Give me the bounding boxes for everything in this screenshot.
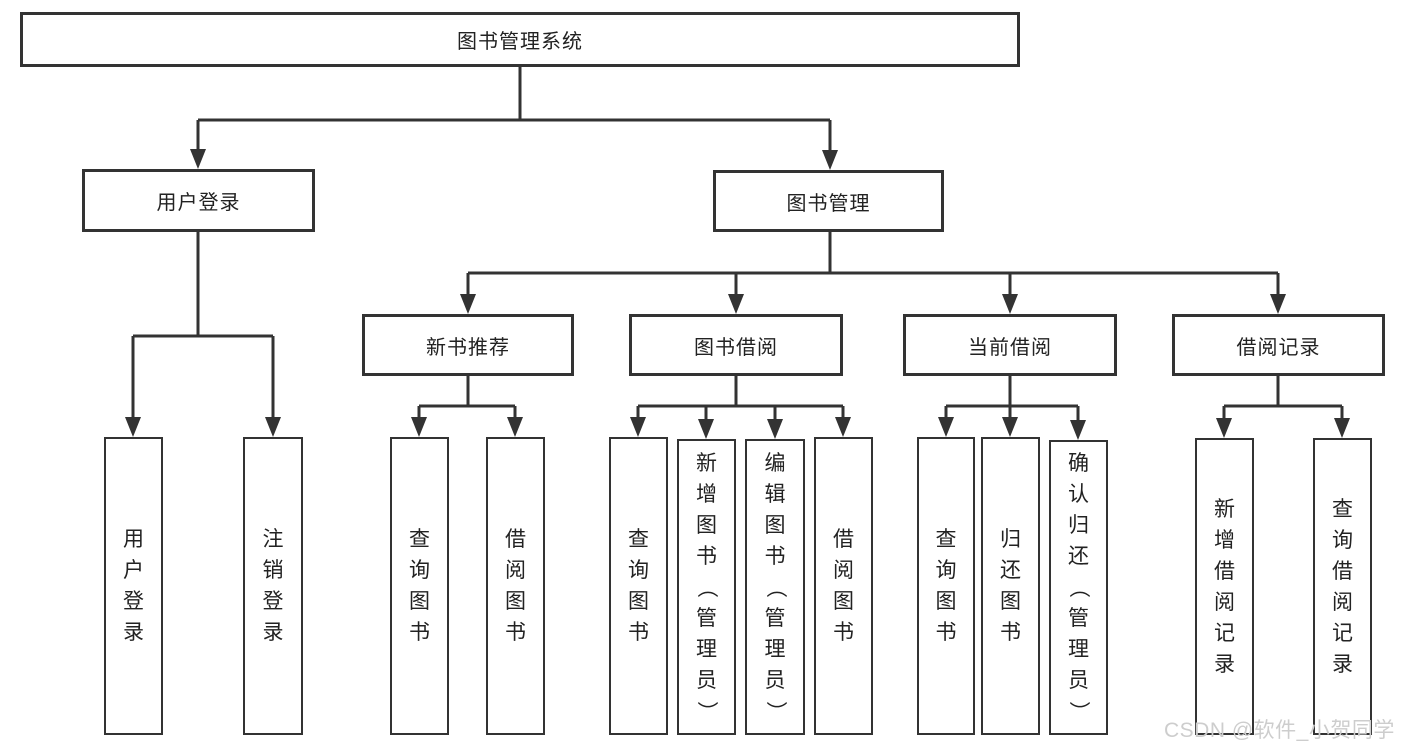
leaf-edit-book-admin-label: 编辑图书（管理员）: [763, 451, 787, 722]
leaf-add-borrow-record-label: 新增借阅记录: [1214, 497, 1235, 676]
leaf-query-books-2: 查询图书: [609, 437, 668, 735]
node-book-management: 图书管理: [713, 170, 944, 232]
leaf-borrow-books-2: 借阅图书: [814, 437, 873, 735]
node-new-book-recommend: 新书推荐: [362, 314, 574, 376]
leaf-query-books-3-label: 查询图书: [935, 528, 957, 644]
leaf-return-books: 归还图书: [981, 437, 1040, 735]
leaf-query-books-1: 查询图书: [390, 437, 449, 735]
leaf-add-borrow-record: 新增借阅记录: [1195, 438, 1254, 735]
leaf-edit-book-admin: 编辑图书（管理员）: [745, 439, 805, 735]
leaf-borrow-books-2-label: 借阅图书: [833, 528, 854, 644]
leaf-add-book-admin: 新增图书（管理员）: [677, 439, 736, 735]
leaf-query-borrow-record-label: 查询借阅记录: [1332, 497, 1353, 676]
node-borrow-records-label: 借阅记录: [1236, 336, 1321, 359]
leaf-confirm-return-admin: 确认归还（管理员）: [1049, 440, 1108, 735]
node-current-borrow-label: 当前借阅: [968, 336, 1052, 359]
node-book-borrow: 图书借阅: [629, 314, 843, 376]
node-user-login: 用户登录: [82, 169, 315, 232]
node-book-management-label: 图书管理: [786, 192, 871, 215]
leaf-borrow-books-1: 借阅图书: [486, 437, 545, 735]
csdn-watermark: CSDN @软件_小贺同学: [1164, 719, 1395, 742]
leaf-query-books-1-label: 查询图书: [409, 528, 430, 644]
leaf-query-books-2-label: 查询图书: [628, 528, 649, 644]
arrowheads: [125, 149, 1350, 440]
leaf-query-books-3: 查询图书: [917, 437, 975, 735]
leaf-logout-label: 注销登录: [262, 528, 284, 644]
node-root: 图书管理系统: [20, 12, 1020, 67]
leaf-user-login: 用户登录: [104, 437, 163, 735]
leaf-add-book-admin-label: 新增图书（管理员）: [695, 451, 718, 722]
node-new-book-recommend-label: 新书推荐: [426, 336, 510, 359]
node-user-login-label: 用户登录: [156, 192, 241, 214]
leaf-logout: 注销登录: [243, 437, 303, 735]
leaf-query-borrow-record: 查询借阅记录: [1313, 438, 1372, 735]
leaf-confirm-return-admin-label: 确认归还（管理员）: [1067, 452, 1090, 722]
leaf-return-books-label: 归还图书: [1000, 528, 1021, 644]
node-root-label: 图书管理系统: [457, 31, 583, 53]
node-book-borrow-label: 图书借阅: [694, 336, 778, 359]
leaf-user-login-label: 用户登录: [123, 528, 144, 644]
node-borrow-records: 借阅记录: [1172, 314, 1385, 376]
node-current-borrow: 当前借阅: [903, 314, 1117, 376]
leaf-borrow-books-1-label: 借阅图书: [505, 528, 526, 644]
